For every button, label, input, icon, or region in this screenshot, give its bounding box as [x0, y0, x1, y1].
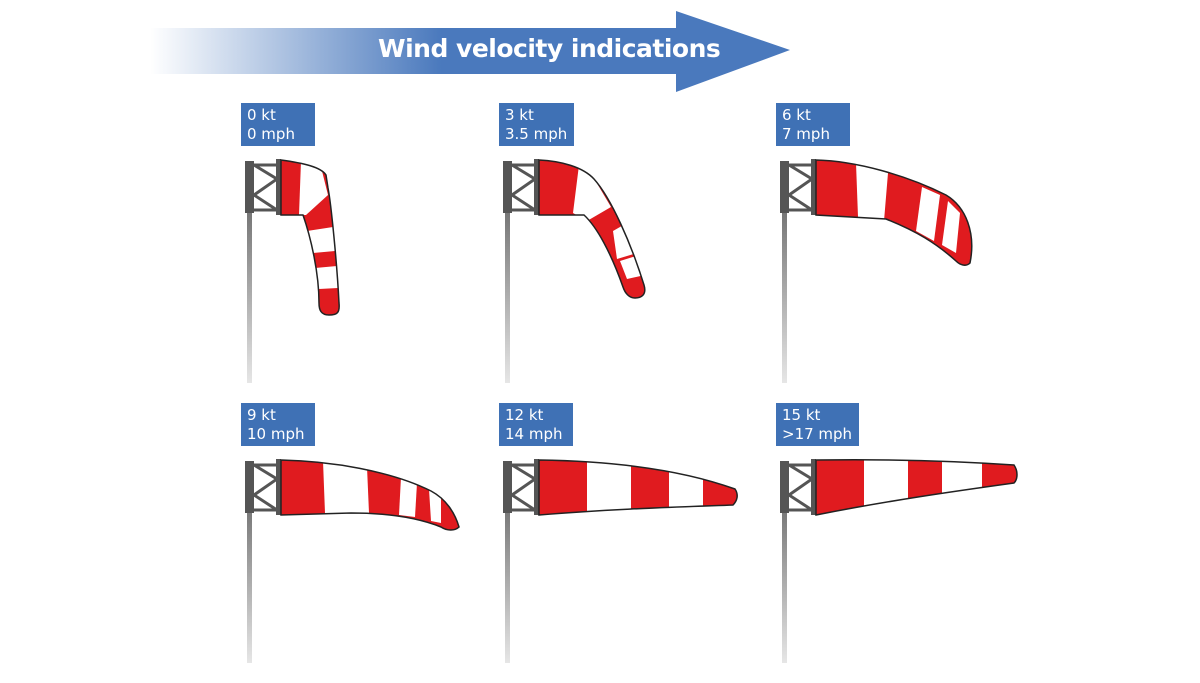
mount-bracket: [503, 461, 512, 513]
windsock-15kt-illustration: [780, 459, 1018, 663]
mount-struts: [251, 163, 280, 212]
page-title: Wind velocity indications: [378, 34, 721, 63]
mount-bracket: [245, 161, 254, 213]
mount-struts: [786, 163, 815, 212]
windsock-panel-0kt: 0 kt 0 mph: [241, 103, 541, 383]
windsock-0kt: [280, 159, 340, 316]
speed-knots: 12 kt: [505, 406, 544, 424]
speed-label-12kt: 12 kt 14 mph: [499, 403, 573, 446]
speed-label-6kt: 6 kt 7 mph: [776, 103, 850, 146]
speed-label-3kt: 3 kt 3.5 mph: [499, 103, 575, 146]
windsock-9kt: [280, 459, 460, 531]
speed-mph: 0 mph: [247, 125, 295, 143]
sock-ring: [276, 159, 281, 215]
mount-bracket: [780, 461, 789, 513]
windsock-panel-15kt: 15 kt >17 mph: [776, 403, 1076, 683]
title-banner-arrow: [150, 11, 790, 92]
mount-struts: [509, 463, 538, 512]
windsock-0kt-illustration: [245, 159, 340, 383]
pole: [247, 161, 252, 383]
speed-knots: 9 kt: [247, 406, 276, 424]
pole: [247, 461, 252, 663]
speed-mph: 3.5 mph: [505, 125, 568, 143]
windsock-6kt: [815, 159, 973, 266]
speed-label-0kt: 0 kt 0 mph: [241, 103, 315, 146]
speed-mph: 7 mph: [782, 125, 830, 143]
sock-ring: [811, 159, 816, 215]
speed-label-9kt: 9 kt 10 mph: [241, 403, 315, 446]
sock-ring: [534, 159, 539, 215]
windsock-15kt: [815, 459, 1018, 516]
windsock-12kt: [538, 459, 738, 516]
mount-bracket: [503, 161, 512, 213]
pole: [782, 461, 787, 663]
mount-struts: [786, 463, 815, 512]
windsock-panel-3kt: 3 kt 3.5 mph: [499, 103, 799, 383]
speed-mph: >17 mph: [782, 425, 853, 443]
speed-mph: 10 mph: [247, 425, 305, 443]
windsock-3kt-illustration: [503, 159, 646, 383]
mount-bracket: [780, 161, 789, 213]
sock-ring: [276, 459, 281, 515]
pole: [505, 461, 510, 663]
sock-ring: [811, 459, 816, 515]
sock-ring: [534, 459, 539, 515]
windsock-12kt-illustration: [503, 459, 738, 663]
windsock-3kt: [538, 159, 646, 299]
windsock-6kt-illustration: [780, 159, 973, 383]
speed-label-15kt: 15 kt >17 mph: [776, 403, 860, 446]
windsock-panel-6kt: 6 kt 7 mph: [776, 103, 1076, 383]
speed-knots: 6 kt: [782, 106, 811, 124]
mount-struts: [509, 163, 538, 212]
speed-knots: 15 kt: [782, 406, 821, 424]
windsock-panel-12kt: 12 kt 14 mph: [499, 403, 799, 683]
mount-bracket: [245, 461, 254, 513]
pole: [782, 161, 787, 383]
mount-struts: [251, 463, 280, 512]
pole: [505, 161, 510, 383]
speed-mph: 14 mph: [505, 425, 563, 443]
speed-knots: 0 kt: [247, 106, 276, 124]
speed-knots: 3 kt: [505, 106, 534, 124]
windsock-panel-9kt: 9 kt 10 mph: [241, 403, 541, 683]
windsock-9kt-illustration: [245, 459, 460, 663]
